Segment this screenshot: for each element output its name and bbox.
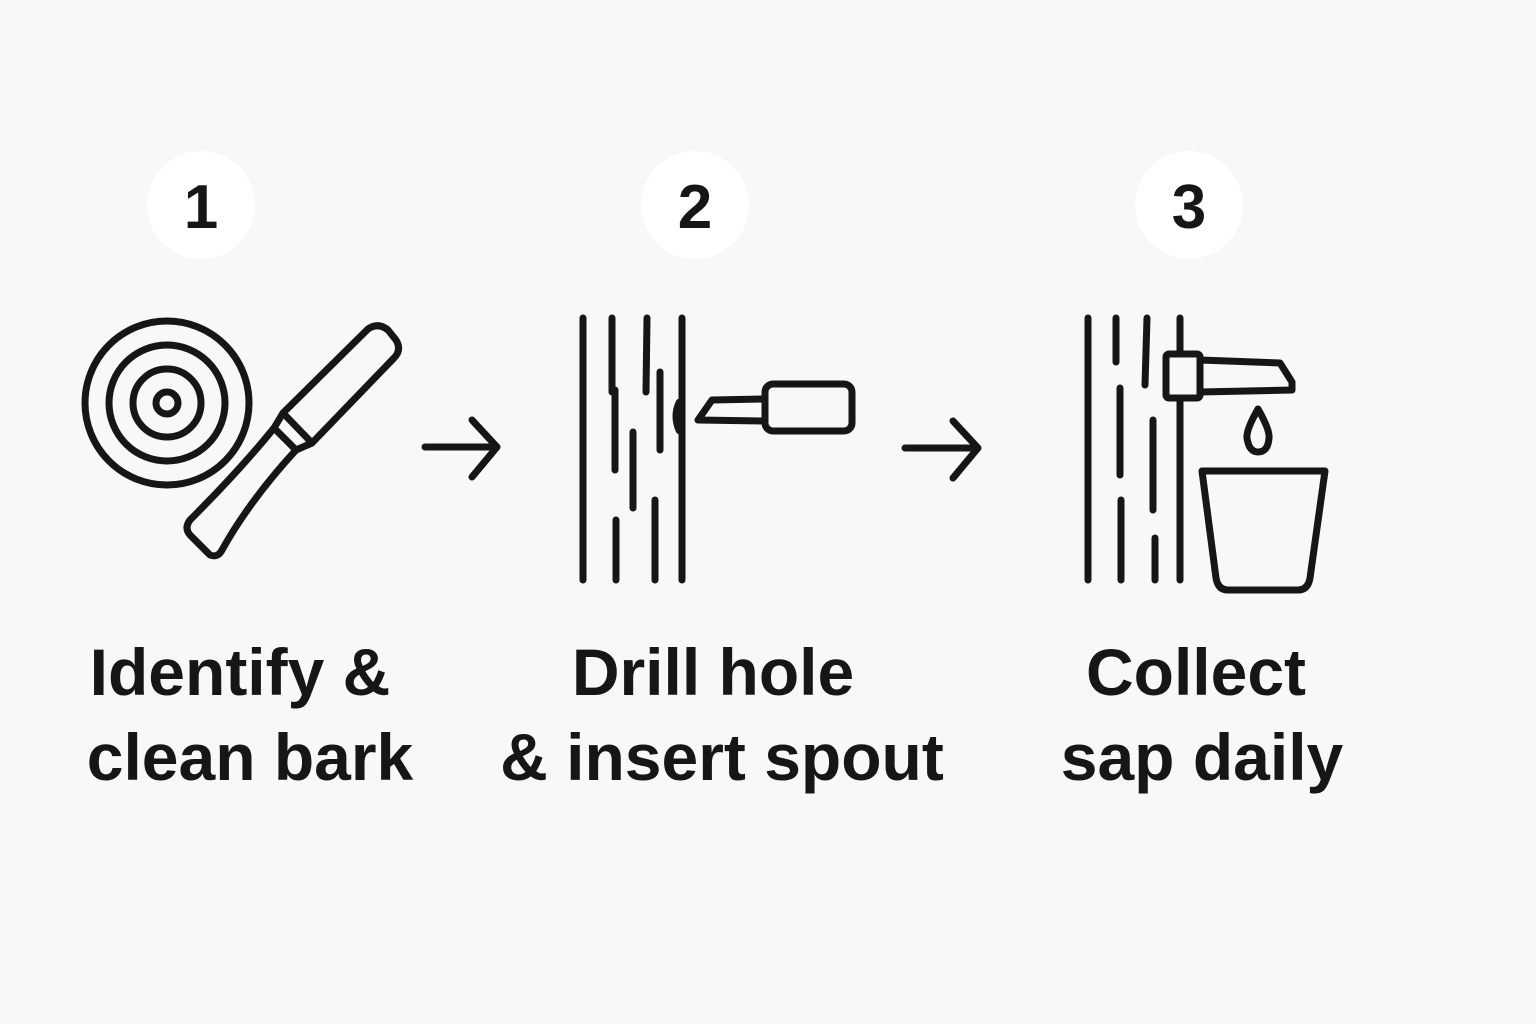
step-2-badge: 2 <box>641 151 749 259</box>
arrow-right-icon <box>901 417 982 482</box>
step-2-label-line1: Drill hole <box>572 635 854 709</box>
step-2-number: 2 <box>678 173 712 242</box>
step-1-badge: 1 <box>147 151 255 259</box>
step-1-number: 1 <box>184 173 218 242</box>
step-3-label-line2: sap daily <box>1061 720 1344 794</box>
step-1-label-line1: Identify & <box>90 635 391 709</box>
tree-rings-and-chisel-icon <box>81 317 403 560</box>
tree-with-spout-icon <box>579 314 856 584</box>
step-2-label-line2: & insert spout <box>500 720 944 794</box>
arrow-right-icon <box>421 416 501 481</box>
tree-spout-bucket-icon <box>1084 314 1329 594</box>
step-3-label-line1: Collect <box>1086 635 1306 709</box>
step-3-number: 3 <box>1172 173 1206 242</box>
step-3-badge: 3 <box>1135 151 1243 259</box>
step-1-label-line2: clean bark <box>87 720 414 794</box>
